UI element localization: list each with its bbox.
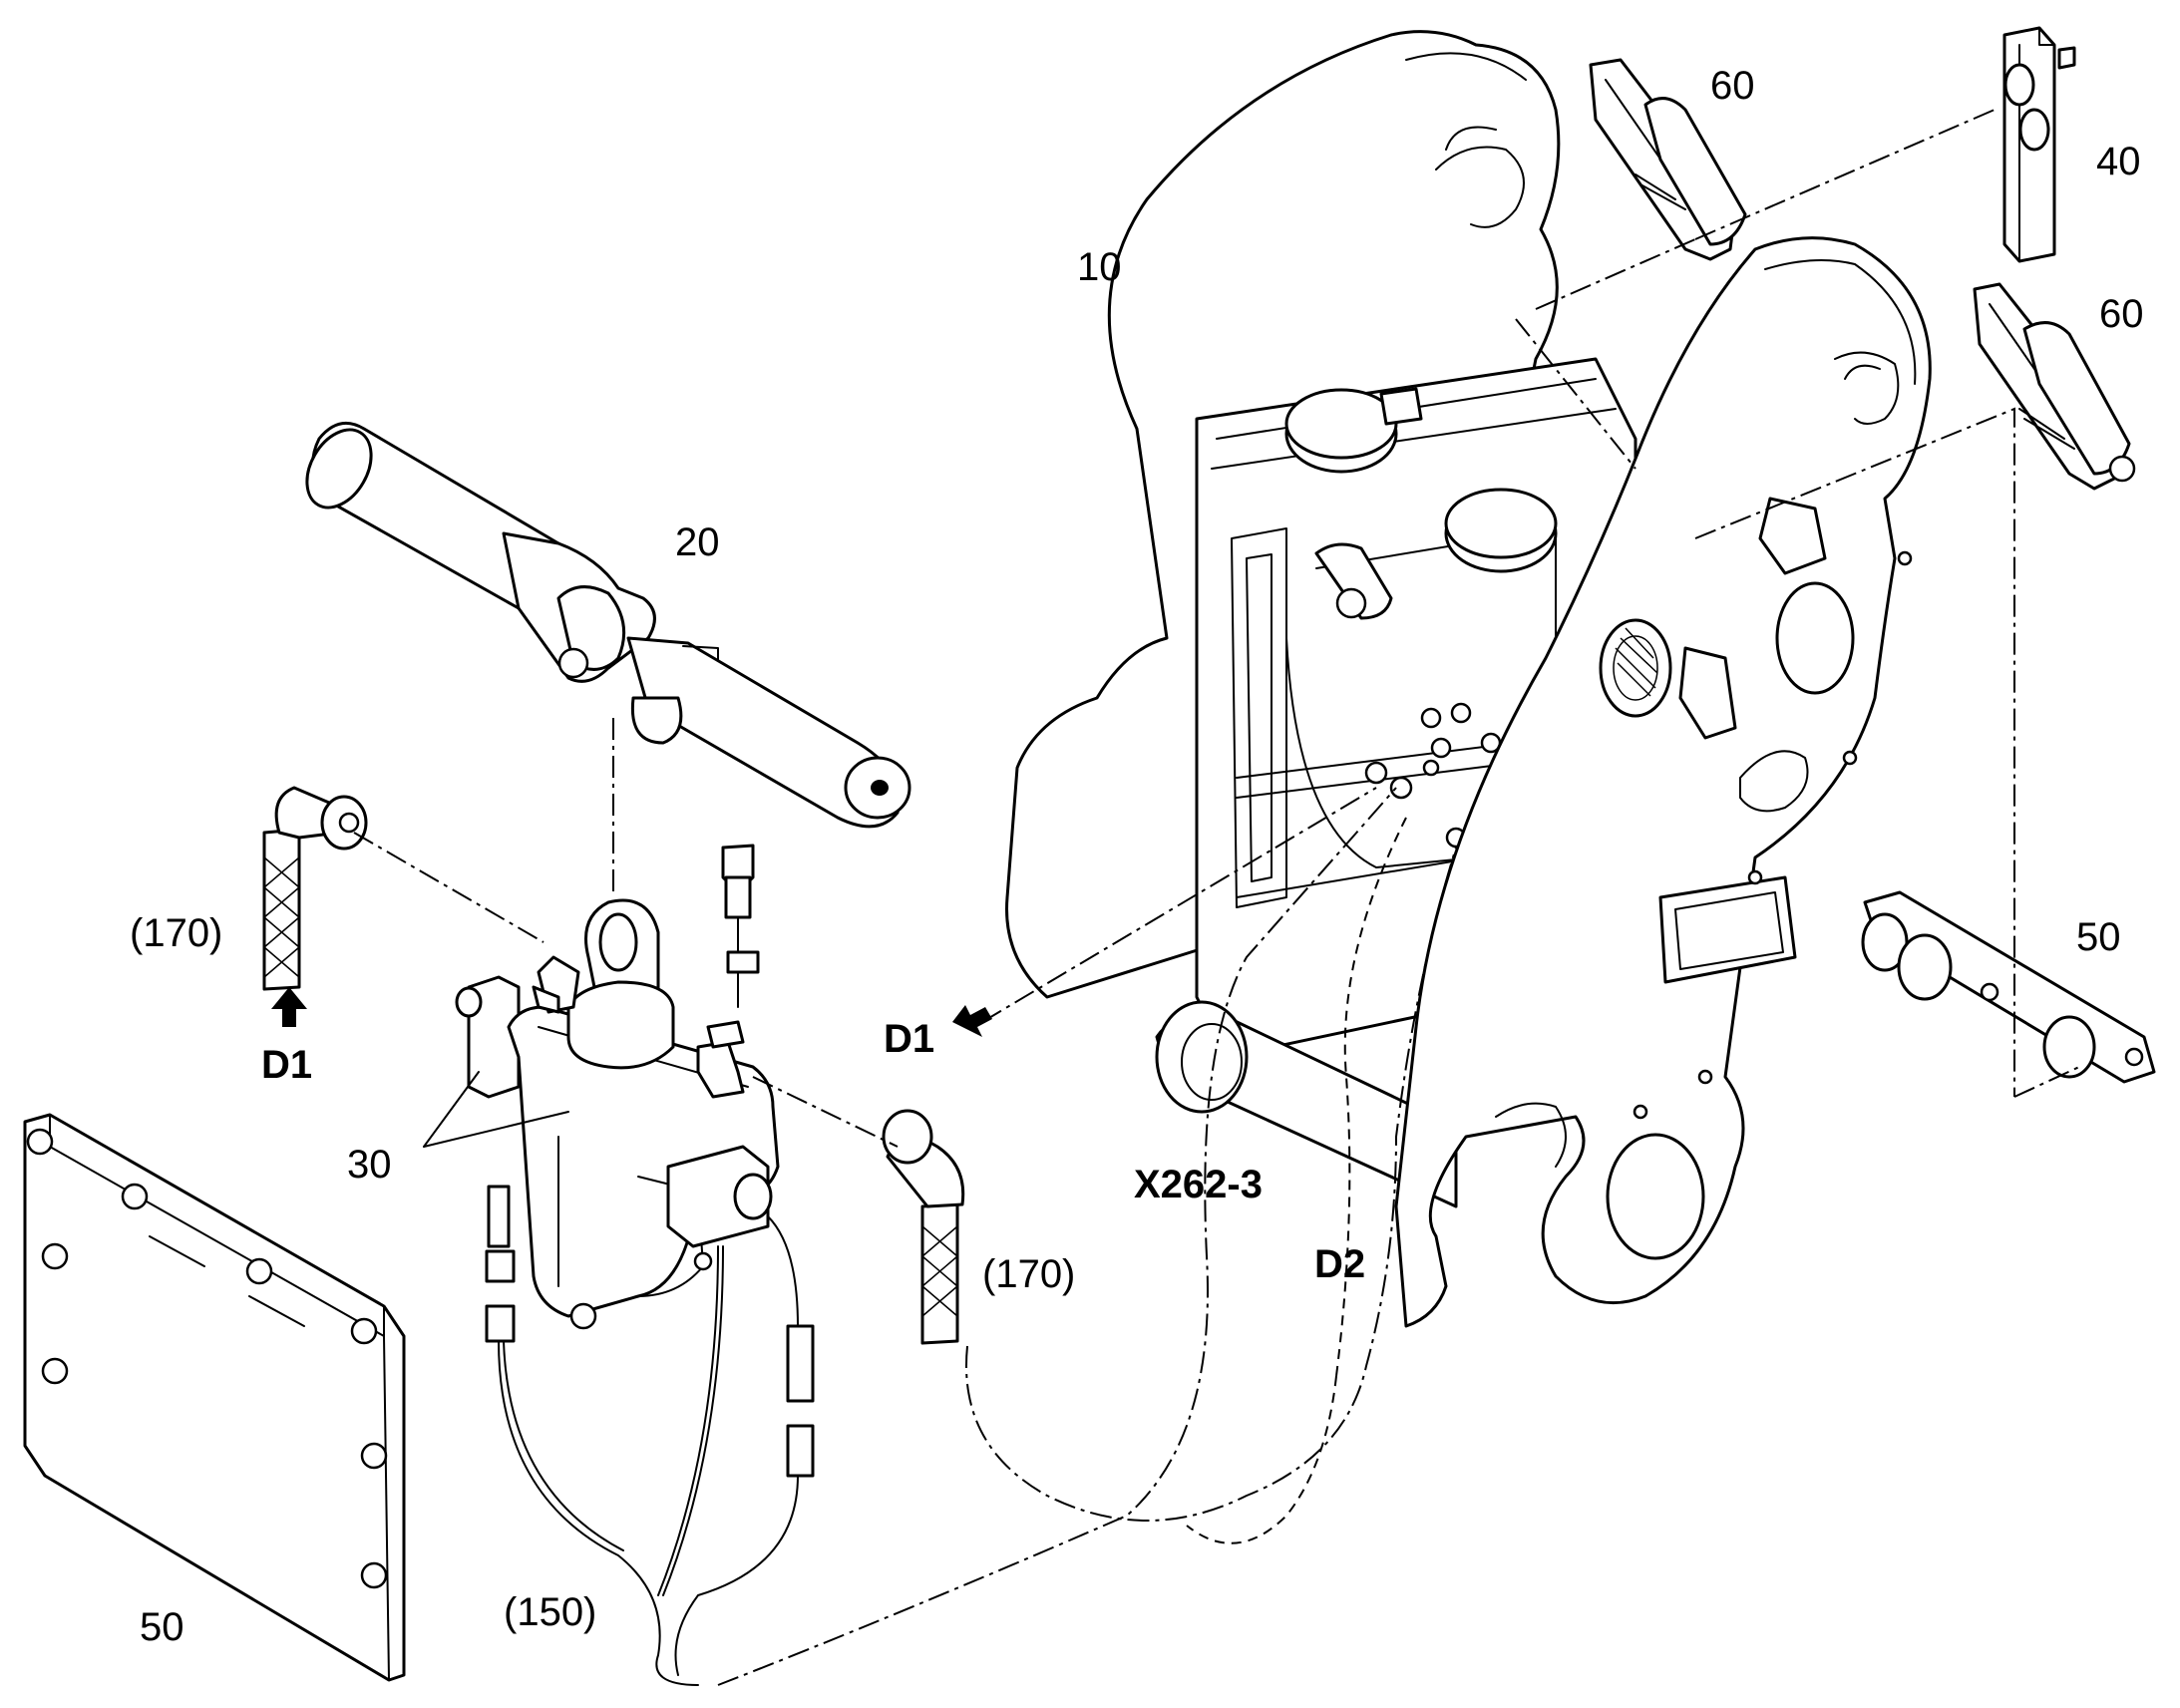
callout-50-left: 50 xyxy=(140,1605,184,1649)
wedge-middle xyxy=(1973,282,2136,491)
wedge-top xyxy=(1589,58,1747,261)
arrow-d1-left xyxy=(271,987,307,1027)
label-x262-3: X262-3 xyxy=(1134,1163,1263,1206)
callout-150: (150) xyxy=(504,1590,597,1634)
cover-plate-left xyxy=(23,1113,406,1682)
hydraulic-cylinder xyxy=(305,421,911,829)
cover-plate-right xyxy=(1861,890,2156,1084)
pressure-sensor xyxy=(721,844,760,1008)
label-d1-frame: D1 xyxy=(884,1017,935,1061)
callout-40: 40 xyxy=(2096,140,2141,183)
hose-right xyxy=(882,1109,965,1345)
callout-50-right: 50 xyxy=(2076,915,2121,959)
callout-60-middle: 60 xyxy=(2099,292,2144,336)
label-d2: D2 xyxy=(1314,1242,1366,1286)
hose-left xyxy=(262,786,368,991)
callout-170-right: (170) xyxy=(982,1252,1076,1296)
valve-block xyxy=(455,898,815,1478)
assembly-lines xyxy=(353,109,2080,1686)
callout-30: 30 xyxy=(347,1143,392,1187)
callout-60-top: 60 xyxy=(1710,64,1755,108)
retainer-plate xyxy=(2002,26,2076,263)
label-d1-left: D1 xyxy=(261,1043,313,1087)
callout-10: 10 xyxy=(1077,245,1122,289)
arrow-d1-frame xyxy=(952,1005,992,1037)
callout-20: 20 xyxy=(675,520,720,564)
callout-170-left: (170) xyxy=(130,911,223,955)
quick-coupler-frame xyxy=(1005,30,1932,1328)
wiring-harness xyxy=(498,1215,799,1686)
